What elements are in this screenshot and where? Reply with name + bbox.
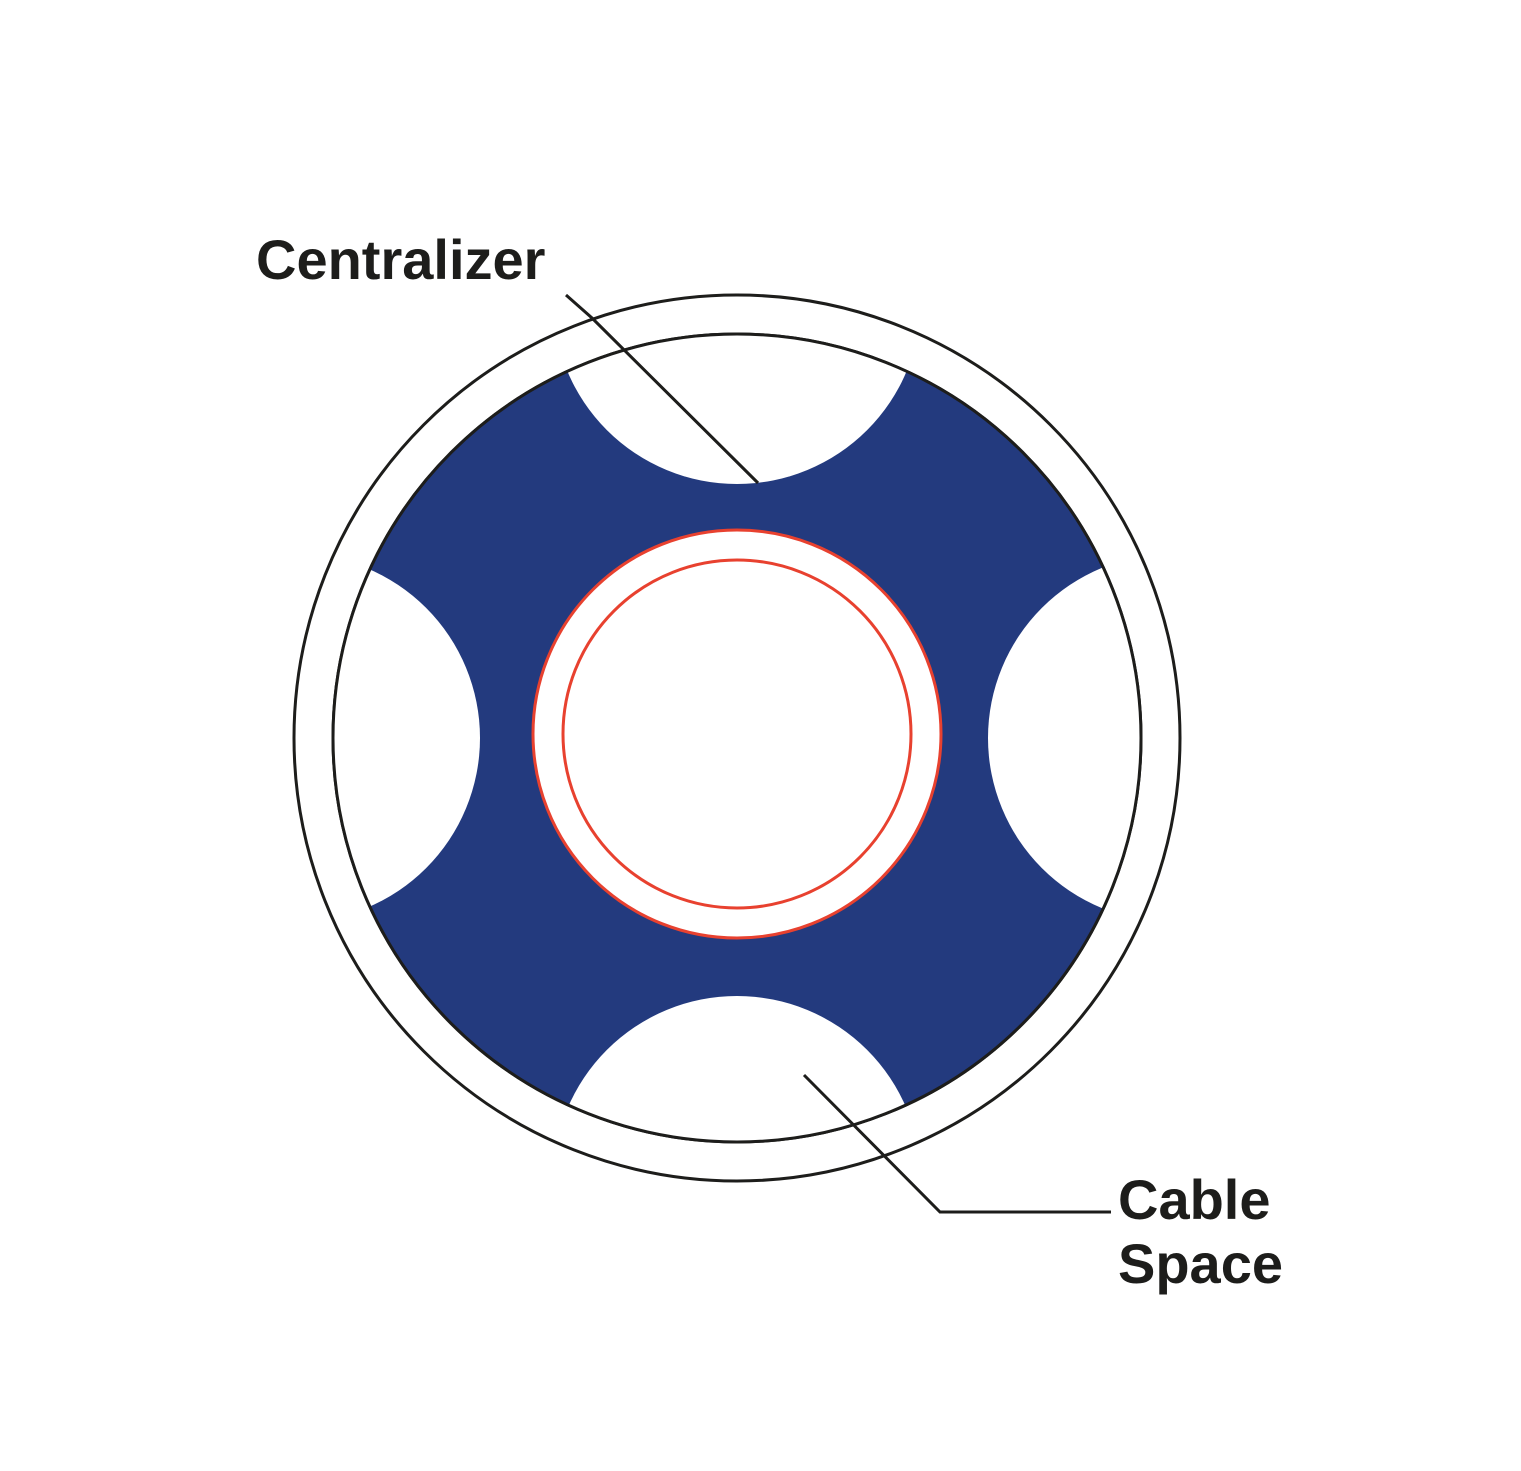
tubing-outer-wall	[531, 528, 943, 940]
cable-space-leader-line	[802, 1073, 1111, 1214]
cable-space-label: Cable Space	[1118, 1168, 1283, 1296]
casing-outer-wall	[292, 293, 1182, 1183]
cable-space-right	[988, 554, 1141, 922]
tubing-inner-wall	[561, 558, 913, 910]
cable-space-bottom	[553, 996, 921, 1142]
cable-space-top	[553, 334, 921, 484]
casing-inner-wall-overlay	[331, 332, 1143, 1144]
centralizer-leader-line	[565, 293, 760, 485]
cable-space-left	[333, 554, 480, 922]
cable-space-label-line2: Space	[1118, 1232, 1283, 1295]
cable-space-label-line1: Cable	[1118, 1168, 1271, 1231]
centralizer-label: Centralizer	[256, 228, 546, 291]
